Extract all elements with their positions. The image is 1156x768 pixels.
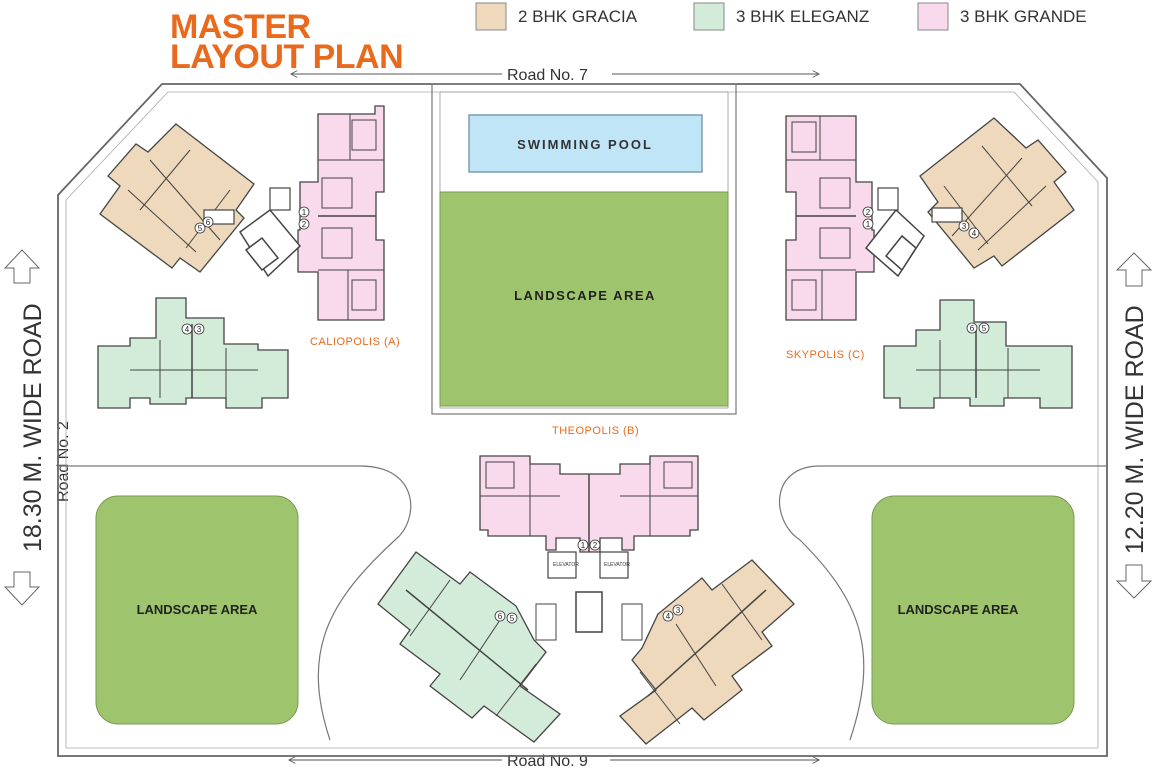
plot-inner-boundary	[65, 91, 1099, 749]
tower-c-unit-3: 3	[962, 222, 967, 231]
tower-c-unit-2: 2	[866, 208, 871, 217]
tower-b-unit-6: 6	[498, 612, 503, 621]
tower-a-unit-4: 4	[185, 325, 190, 334]
tower-b-core: ELEVATOR ELEVATOR	[535, 551, 643, 641]
tower-c-name: SKYPOLIS (C)	[786, 349, 865, 361]
landscape-area-right-label: LANDSCAPE AREA	[898, 602, 1019, 617]
swimming-pool	[468, 114, 703, 173]
legend-swatch-grande	[917, 2, 949, 31]
tower-b-grande-units	[479, 455, 699, 553]
tower-b-elevator-right: ELEVATOR	[604, 562, 630, 568]
road-7-label: Road No. 7	[507, 67, 588, 84]
legend-swatch-eleganz	[693, 2, 725, 31]
right-road-down-arrow	[1115, 564, 1153, 599]
legend-label-eleganz: 3 BHK ELEGANZ	[736, 7, 869, 26]
left-road-number: Road No. 2	[55, 421, 72, 502]
tower-a-grande-units	[297, 105, 385, 321]
tower-c-unit-6: 6	[970, 324, 975, 333]
tower-c-eleganz-units	[883, 299, 1073, 409]
tower-c-grande-units	[785, 115, 875, 321]
tower-b-unit-5: 5	[510, 614, 515, 623]
legend-label-gracia: 2 BHK GRACIA	[518, 7, 638, 26]
left-road-label: 18.30 M. WIDE ROAD	[19, 303, 47, 552]
tower-b-unit-1: 1	[581, 541, 586, 550]
tower-caliopolis: 1 2 5 6 4 3 CALIOPOLIS (A)	[97, 105, 400, 409]
right-road-up-arrow	[1115, 252, 1153, 287]
tower-b-name: THEOPOLIS (B)	[552, 425, 639, 437]
tower-a-gracia-units	[99, 123, 255, 273]
title-line-1: MASTER	[170, 8, 311, 46]
right-road-label: 12.20 M. WIDE ROAD	[1121, 305, 1149, 554]
landscape-area-right	[871, 495, 1075, 725]
tower-b-gracia-units	[619, 559, 795, 745]
title-line-2: LAYOUT PLAN	[170, 38, 403, 76]
tower-a-name: CALIOPOLIS (A)	[310, 336, 400, 348]
tower-c-gracia-units	[919, 117, 1075, 269]
tower-a-unit-2: 2	[302, 220, 307, 229]
tower-a-eleganz-units	[97, 297, 289, 409]
tower-a-unit-5: 5	[198, 224, 203, 233]
landscape-area-center	[439, 191, 729, 407]
left-road-down-arrow	[3, 571, 41, 606]
tower-a-unit-1: 1	[302, 208, 307, 217]
tower-b-elevator-left: ELEVATOR	[553, 562, 579, 568]
legend: 2 BHK GRACIA 3 BHK ELEGANZ 3 BHK GRANDE	[475, 2, 1087, 31]
tower-c-unit-1: 1	[866, 220, 871, 229]
tower-a-unit-6: 6	[206, 218, 211, 227]
landscape-area-left-label: LANDSCAPE AREA	[137, 602, 258, 617]
tower-b-eleganz-units	[377, 551, 561, 743]
plot-boundary	[57, 83, 1108, 757]
left-road-up-arrow	[3, 249, 41, 284]
tower-b-unit-2: 2	[593, 541, 598, 550]
central-block-frame	[431, 83, 737, 415]
tower-c-unit-5: 5	[982, 324, 987, 333]
legend-label-grande: 3 BHK GRANDE	[960, 7, 1087, 26]
tower-theopolis: THEOPOLIS (B) 1 2 ELEVATOR ELEVATOR	[377, 425, 795, 745]
tower-a-unit-3: 3	[197, 325, 202, 334]
tower-b-unit-3: 3	[676, 606, 681, 615]
driveway-left	[58, 465, 412, 741]
landscape-area-left	[95, 495, 299, 725]
tower-c-core	[864, 187, 963, 278]
legend-swatch-gracia	[475, 2, 507, 31]
tower-b-unit-4: 4	[666, 612, 671, 621]
driveway-right	[778, 465, 1107, 741]
tower-skypolis: 2 1 3 4 6 5 SKYPOLIS (C)	[785, 115, 1075, 409]
landscape-area-center-label: LANDSCAPE AREA	[514, 288, 656, 303]
tower-c-unit-4: 4	[972, 229, 977, 238]
swimming-pool-label: SWIMMING POOL	[517, 137, 653, 152]
